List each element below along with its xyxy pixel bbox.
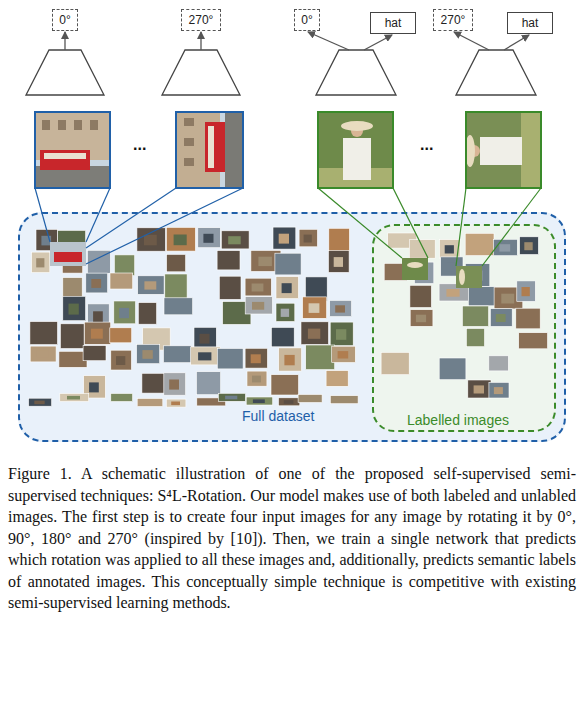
photo-frame	[176, 112, 243, 188]
box-label: 270°	[189, 13, 214, 27]
photo-person	[343, 138, 371, 180]
box-label: hat	[385, 16, 402, 30]
box-label: 0°	[301, 13, 312, 27]
rotation-label-box: 0°	[294, 9, 320, 31]
photo-window	[184, 158, 194, 166]
photo-frame	[318, 112, 393, 188]
network-trapezoid	[162, 50, 240, 95]
photo-face	[351, 125, 363, 137]
photo-hat	[341, 121, 373, 131]
output-arrow	[308, 32, 349, 50]
rotation-label-box: 0°	[52, 9, 78, 31]
photo-background	[466, 112, 541, 188]
class-label-box: hat	[507, 12, 553, 34]
network-trapezoid	[456, 50, 536, 95]
photo-ground	[225, 112, 243, 188]
photo-grass	[318, 168, 393, 188]
network-trapezoid	[316, 50, 396, 95]
caption-text: Figure 1. A schematic illustration of on…	[8, 463, 576, 614]
photo-window	[90, 120, 98, 130]
photo-hat	[465, 135, 475, 167]
band-title: Labelled images	[407, 412, 509, 428]
photo-background	[318, 112, 393, 188]
photo-tram	[205, 122, 225, 172]
photo-sky	[176, 112, 243, 188]
photo-window	[42, 120, 50, 130]
photo-person	[480, 137, 522, 165]
box-label: hat	[522, 16, 539, 30]
band-title: Full dataset	[242, 408, 314, 424]
photo-frame	[35, 112, 110, 188]
photo-sky	[35, 112, 110, 188]
output-arrow	[364, 35, 392, 50]
photo-tram	[40, 150, 90, 170]
class-label-box: hat	[370, 12, 416, 34]
rotation-label-box: 270°	[181, 9, 221, 31]
dataset-band: Full dataset Labelled images	[18, 212, 566, 442]
photo-tram-window	[208, 126, 214, 168]
labelled-band: Labelled images	[372, 224, 556, 432]
network-trapezoid	[26, 50, 104, 95]
ellipsis-label: ...	[133, 136, 146, 154]
photo-tram-window	[44, 153, 86, 159]
rotation-label-box: 270°	[433, 9, 473, 31]
photo-building	[35, 112, 110, 160]
output-arrow	[200, 32, 201, 50]
photo-window	[74, 120, 82, 130]
box-label: 270°	[441, 13, 466, 27]
output-arrow	[504, 35, 529, 50]
photo-ground	[35, 166, 110, 188]
photo-window	[184, 138, 194, 146]
photo-face	[468, 145, 480, 157]
output-arrow	[454, 32, 489, 50]
photo-grass	[521, 112, 541, 188]
ellipsis-label: ...	[420, 136, 433, 154]
photo-window	[184, 118, 194, 126]
box-label: 0°	[59, 13, 70, 27]
photo-building	[176, 112, 220, 188]
output-arrow	[64, 32, 65, 50]
photo-window	[58, 120, 66, 130]
photo-frame	[466, 112, 541, 188]
